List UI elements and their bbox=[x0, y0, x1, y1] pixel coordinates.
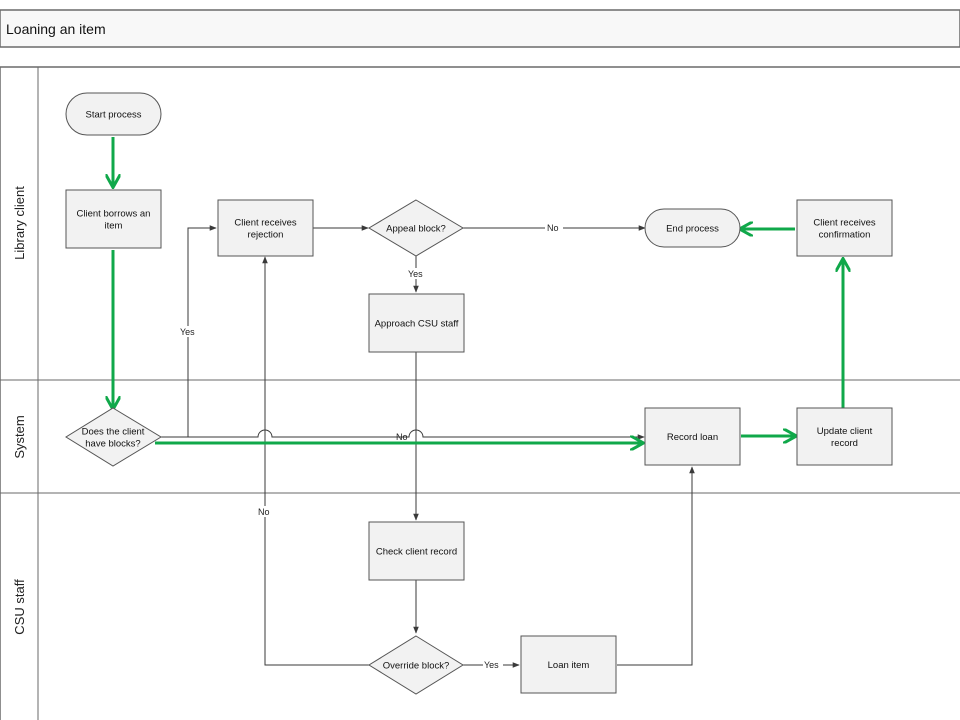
borrow-label-line: Client borrows an bbox=[77, 209, 151, 220]
page-title: Loaning an item bbox=[6, 21, 106, 37]
loan-item-node-label: Loan item bbox=[548, 660, 590, 671]
lane-library-client: Library client bbox=[12, 186, 27, 260]
override-label-line: Override block? bbox=[383, 661, 450, 672]
confirmation-label-line: Client receives bbox=[813, 218, 876, 229]
lane-csu-staff: CSU staff bbox=[12, 579, 27, 635]
edge-label-blocks-yes: Yes bbox=[180, 327, 195, 337]
approach-node-label: Approach CSU staff bbox=[375, 319, 459, 330]
check-record-node[interactable] bbox=[368, 521, 465, 581]
updateRecord-label-line: record bbox=[831, 438, 858, 449]
end-node[interactable] bbox=[644, 208, 741, 248]
recordLoan-label-line: Record loan bbox=[667, 432, 718, 443]
override-decision-label: Override block? bbox=[383, 661, 450, 672]
edge-label-appeal-yes: Yes bbox=[408, 269, 423, 279]
start-label-line: Start process bbox=[86, 110, 142, 121]
hasBlocks-label-line: have blocks? bbox=[85, 439, 140, 450]
lane-system: System bbox=[12, 415, 27, 458]
record-loan-node[interactable] bbox=[644, 407, 741, 466]
edge-label-appeal-no: No bbox=[547, 223, 559, 233]
end-node-label: End process bbox=[666, 224, 719, 235]
record-loan-node-label: Record loan bbox=[667, 432, 718, 443]
appeal-decision-label: Appeal block? bbox=[386, 224, 446, 235]
end-label-line: End process bbox=[666, 224, 719, 235]
start-node-label: Start process bbox=[86, 110, 142, 121]
connector-blocks-no bbox=[155, 429, 645, 440]
edge-label-blocks-no: No bbox=[396, 432, 408, 442]
edge-label-override-no: No bbox=[258, 507, 270, 517]
appeal-label-line: Appeal block? bbox=[386, 224, 446, 235]
edge-labels: No Yes Yes No No Yes bbox=[178, 222, 563, 670]
borrow-node[interactable] bbox=[65, 189, 162, 249]
highlight-path bbox=[113, 137, 843, 443]
loan-item-node[interactable] bbox=[520, 635, 617, 694]
borrow-label-line: item bbox=[105, 221, 123, 232]
connector-override-no bbox=[262, 256, 369, 666]
loanItem-label-line: Loan item bbox=[548, 660, 590, 671]
check-record-node-label: Check client record bbox=[376, 547, 457, 558]
updateRecord-label-line: Update client bbox=[817, 426, 873, 437]
confirmation-node[interactable] bbox=[796, 199, 893, 257]
override-decision[interactable] bbox=[368, 635, 464, 695]
title-bar: Loaning an item bbox=[0, 9, 960, 48]
hasBlocks-label-line: Does the client bbox=[82, 427, 145, 438]
rejection-label-line: Client receives bbox=[234, 218, 297, 229]
appeal-decision[interactable] bbox=[368, 199, 464, 257]
blocks-decision[interactable] bbox=[65, 407, 162, 467]
rejection-node[interactable] bbox=[217, 199, 314, 257]
update-record-node[interactable] bbox=[796, 407, 893, 466]
approach-node[interactable] bbox=[368, 293, 465, 353]
checkRecord-label-line: Check client record bbox=[376, 547, 457, 558]
rejection-label-line: rejection bbox=[248, 230, 284, 241]
edge-label-override-yes: Yes bbox=[484, 660, 499, 670]
swimlanes: Library client System CSU staff bbox=[0, 66, 960, 720]
start-node[interactable] bbox=[65, 92, 162, 136]
connector-loan-record bbox=[617, 466, 695, 666]
confirmation-label-line: confirmation bbox=[819, 230, 871, 241]
approach-label-line: Approach CSU staff bbox=[375, 319, 459, 330]
